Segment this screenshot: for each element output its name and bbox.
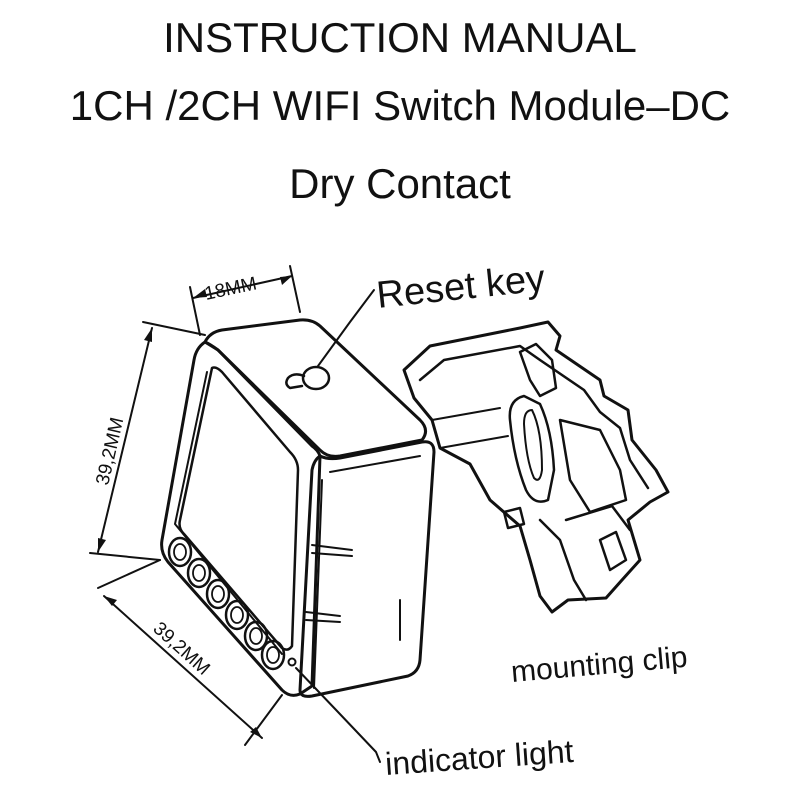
width-extension-line-right [289, 265, 301, 313]
terminal-screw [205, 578, 231, 610]
reset-key-button [301, 365, 331, 391]
width-dimension-line [192, 275, 293, 299]
mounting-clip [402, 320, 670, 614]
width-label: 18MM [203, 273, 259, 305]
width-extension-line-left [189, 286, 201, 336]
module-side-tab-upper [311, 544, 353, 557]
indicator-light-label: indicator light [384, 733, 575, 782]
depth-arrow-left [104, 596, 117, 606]
manual-title: INSTRUCTION MANUAL [163, 14, 637, 61]
module-side-tab-lower [305, 611, 341, 623]
reset-key-callout: Reset key [317, 258, 547, 367]
indicator-light-dot [287, 657, 297, 667]
depth-extension-line-right [244, 694, 283, 746]
height-dimension-line [97, 327, 153, 553]
height-extension-line-top [142, 321, 206, 336]
terminal-screw [243, 620, 269, 652]
reset-key-label: Reset key [375, 258, 547, 317]
reset-key-recess [285, 373, 306, 390]
height-extension-line-bottom [89, 552, 161, 561]
clip-side-wall [558, 418, 628, 514]
clip-lower-tab [598, 530, 628, 572]
height-arrow-bottom [98, 538, 106, 552]
terminal-screw [224, 599, 250, 631]
depth-dimension-line [103, 595, 263, 739]
clip-lower-bracket [538, 504, 632, 602]
height-arrow-top [144, 328, 152, 342]
depth-arrow-right [250, 727, 262, 738]
clip-slot-inner [523, 409, 543, 481]
width-arrow-right [280, 276, 292, 285]
reset-key [285, 365, 331, 391]
clip-notch [502, 506, 526, 530]
module-side-edges [313, 455, 421, 689]
width-dimension: 18MM [189, 265, 301, 336]
terminal-screw [260, 639, 286, 671]
width-arrow-left [193, 289, 207, 298]
clip-bridge [431, 407, 509, 449]
mounting-clip-label: mounting clip [510, 641, 689, 689]
module-front-bevel [174, 371, 283, 655]
mounting-clip-callout: mounting clip [510, 641, 689, 689]
depth-extension-line-left [97, 559, 161, 589]
indicator-light [287, 657, 297, 667]
clip-upper-tab [518, 342, 558, 398]
terminal-screw [186, 557, 212, 589]
clip-slot-outer [508, 394, 556, 503]
terminal-screw [167, 536, 193, 568]
module-front-face [160, 340, 322, 697]
reset-key-leader-line [317, 289, 375, 367]
terminal-block [167, 536, 286, 671]
product-subtitle: Dry Contact [289, 160, 511, 207]
switch-module-body [160, 318, 436, 698]
indicator-light-leader-line [295, 667, 381, 763]
depth-label: 39,2MM [149, 618, 214, 680]
product-name: 1CH /2CH WIFI Switch Module–DC [69, 82, 731, 129]
clip-outline [402, 320, 670, 614]
height-dimension: 39,2MM [89, 321, 206, 561]
module-side-face [298, 440, 436, 698]
clip-inner-rail-top [418, 344, 650, 490]
